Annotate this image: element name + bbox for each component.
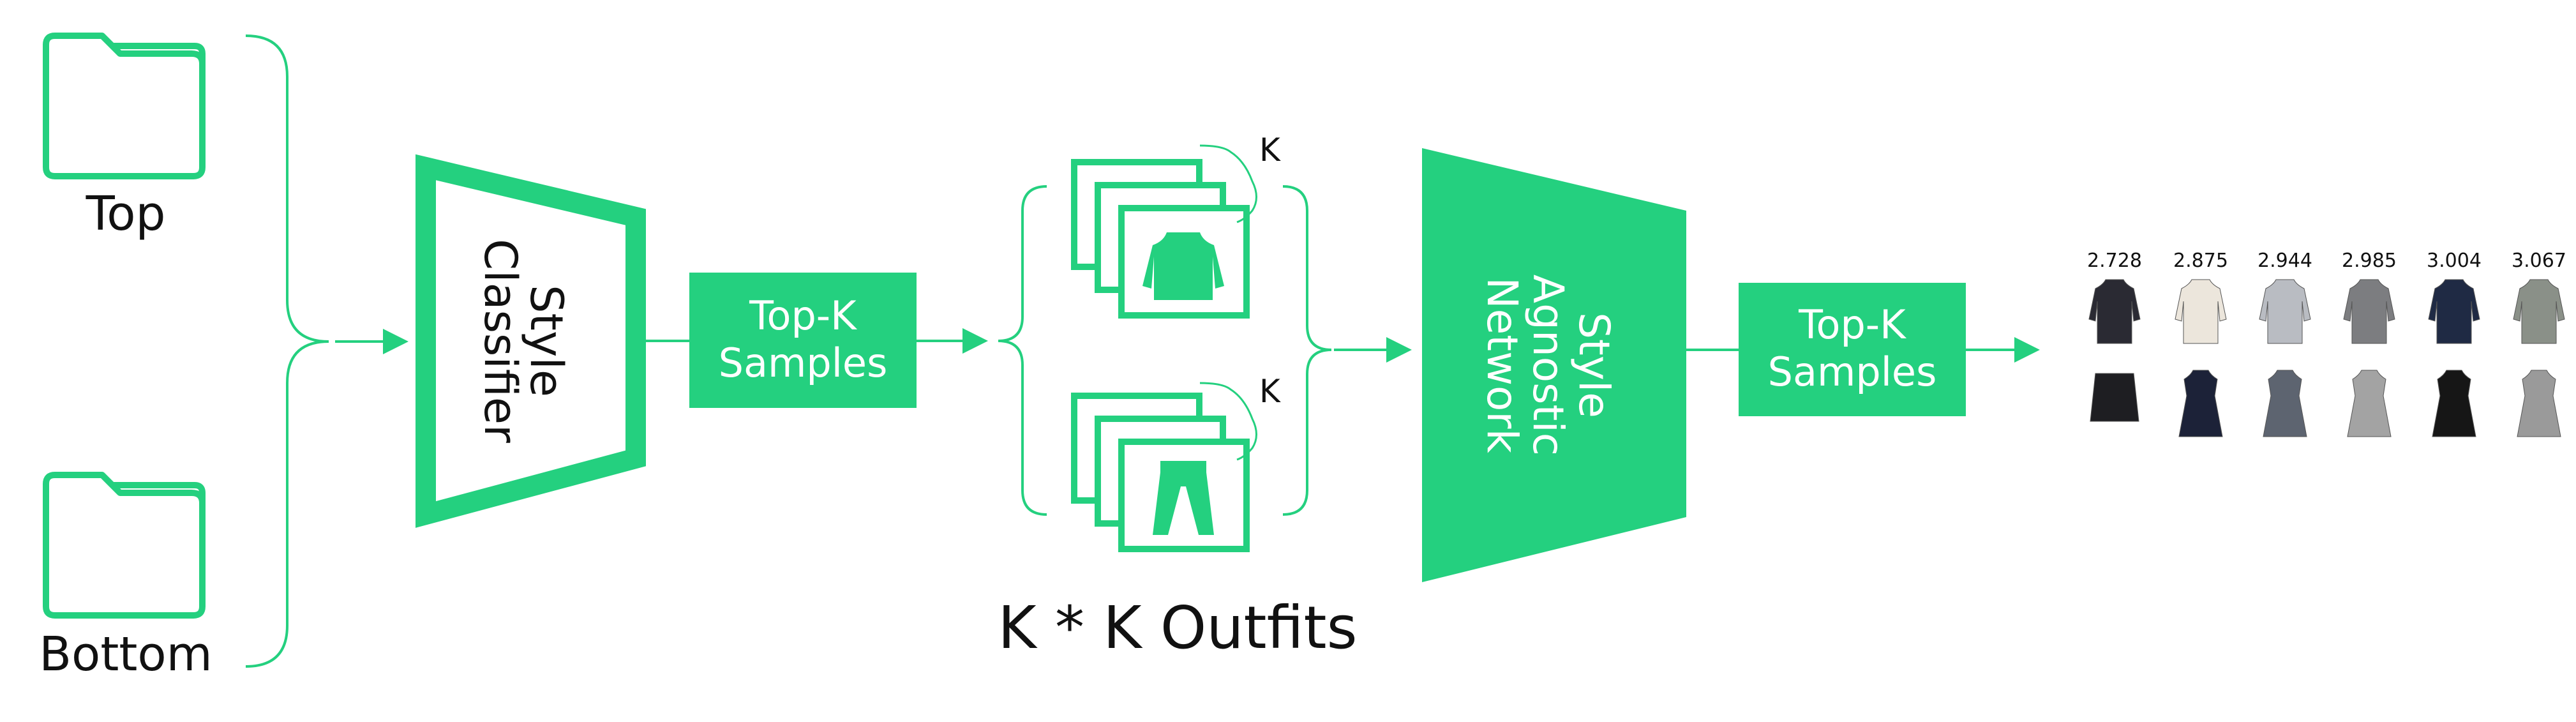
result-score: 2.985 (2342, 250, 2397, 272)
result-column: 2.875 (2173, 250, 2228, 437)
top-label: Top (86, 186, 166, 241)
network-label-line2: Agnostic (1524, 275, 1573, 456)
result-score: 3.004 (2427, 250, 2482, 272)
bottom-input: Bottom (39, 472, 213, 682)
result-column: 2.944 (2258, 250, 2312, 437)
navy-sweater-icon (2428, 279, 2480, 344)
topk-samples-1-line2: Samples (719, 340, 888, 386)
shirt-icon (1142, 232, 1224, 300)
light-dress-icon (2517, 370, 2561, 437)
outfits-right-brace (1282, 185, 1332, 516)
white-blouse-icon (2175, 279, 2227, 344)
folder-icon (43, 33, 206, 179)
navy-dress-icon (2178, 370, 2223, 437)
result-score: 2.875 (2173, 250, 2228, 272)
style-agnostic-network: Style Agnostic Network (1422, 148, 1686, 582)
plaid-dress-icon (2347, 370, 2392, 437)
grey-dress-icon (2263, 370, 2307, 437)
top-samples-stack: K (1071, 132, 1281, 319)
plaid-skirt-icon (2090, 373, 2139, 422)
folder-icon (43, 472, 206, 619)
style-classifier-label-line1: Style (520, 285, 573, 397)
style-classifier: Style Classifier (416, 154, 646, 528)
dark-jacket-icon (2088, 279, 2141, 344)
black-dress-icon (2432, 370, 2476, 437)
input-brace (245, 34, 329, 668)
grey-blouse-icon (2343, 279, 2395, 344)
style-classifier-label-line2: Classifier (474, 239, 527, 443)
network-label-line1: Style (1569, 312, 1619, 418)
pants-icon (1153, 461, 1214, 535)
top-input: Top (43, 33, 206, 241)
result-column: 3.067 (2512, 250, 2566, 437)
k-brace-top (1199, 144, 1257, 223)
k-label-top: K (1259, 132, 1281, 169)
outfits-left-brace (998, 185, 1047, 516)
result-column: 2.728 (2087, 250, 2142, 422)
topk-samples-1-line1: Top-K (749, 292, 857, 339)
result-score: 3.067 (2512, 250, 2566, 272)
style-agnostic-network-shape (1422, 148, 1686, 582)
topk-samples-box-1: Top-K Samples (689, 273, 917, 408)
result-column: 2.985 (2342, 250, 2397, 437)
k-label-bottom: K (1259, 373, 1281, 410)
topk-samples-box-2: Top-K Samples (1739, 283, 1966, 416)
style-classifier-shape (416, 154, 646, 528)
result-score: 2.728 (2087, 250, 2142, 272)
grey-sweater-icon (2513, 279, 2565, 344)
result-score: 2.944 (2258, 250, 2312, 272)
k-brace-bottom (1199, 382, 1257, 461)
topk-samples-2-line2: Samples (1768, 349, 1937, 395)
bottom-label: Bottom (39, 627, 212, 682)
results-grid: 2.728 2.875 2.944 2.985 3.004 3.067 (2087, 250, 2566, 437)
topk-samples-2-line1: Top-K (1798, 301, 1906, 348)
bottom-samples-stack: K (1071, 373, 1281, 552)
result-column: 3.004 (2427, 250, 2482, 437)
network-label-line3: Network (1478, 277, 1527, 453)
plaid-shirt-icon (2259, 279, 2311, 344)
outfits-caption: K * K Outfits (998, 594, 1357, 662)
